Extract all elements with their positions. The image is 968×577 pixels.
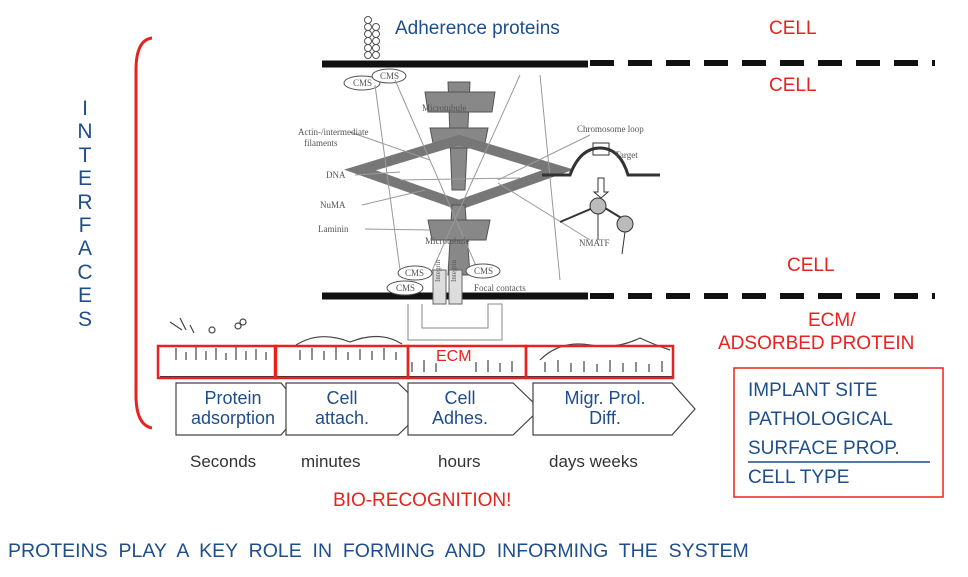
time-label-days-weeks: days weeks [549, 452, 638, 471]
stage-line1: Cell [326, 388, 358, 408]
stage-line2: Adhes. [431, 408, 489, 428]
ecm-adsorbed-label: ECM/ [808, 310, 856, 331]
factors-list: IMPLANT SITE PATHOLOGICAL SURFACE PROP. … [748, 376, 900, 492]
interfaces-label: I N T E R F A C E S [70, 97, 100, 331]
stage-line1: Migr. Prol. [564, 388, 646, 408]
cms-label: CMS [353, 78, 373, 88]
factor-pathological: PATHOLOGICAL [748, 409, 893, 430]
target-label: Target [615, 150, 638, 160]
interfaces-letter: A [77, 237, 92, 261]
cms-label: CMS [474, 266, 494, 276]
factors-box [733, 367, 944, 498]
nmatf-label: NMATF [579, 238, 610, 248]
ecm-adsorbed-label-line2: ADSORBED PROTEIN [718, 333, 915, 354]
cms-label: CMS [380, 71, 400, 81]
time-label-seconds: Seconds [190, 452, 257, 471]
cms-label: CMS [405, 268, 425, 278]
stage-migr-prol-diff: Migr. Prol. Diff. [540, 388, 670, 428]
stage-line1: Cell [444, 388, 476, 408]
stage-line2: attach. [314, 408, 370, 428]
interfaces-letter: E [77, 167, 92, 191]
interfaces-letter: S [77, 307, 92, 331]
interfaces-letter: I [82, 97, 88, 120]
integrin-label: Integrin [434, 259, 442, 282]
factor-cell-type: CELL TYPE [748, 467, 850, 488]
stage-cell-adhes: Cell Adhes. [410, 388, 510, 428]
cell-label-top: CELL [769, 18, 817, 39]
integrin-label: Integrin [450, 259, 458, 282]
interfaces-letter: T [78, 143, 92, 167]
focal-contacts-label: Focal contacts [474, 283, 526, 293]
stage-line2: Diff. [589, 408, 621, 428]
numa-label: NuMA [320, 200, 346, 210]
filament-lines [349, 74, 591, 281]
interfaces-bracket [134, 36, 153, 430]
interfaces-letter: F [78, 214, 92, 238]
ecm-label: ECM [436, 348, 472, 365]
interfaces-letter: E [77, 284, 92, 308]
ecm-frames [156, 344, 675, 380]
time-label-minutes: minutes [301, 452, 361, 471]
stage-line2: adsorption [190, 408, 276, 428]
cell-label-lower: CELL [787, 255, 835, 276]
stage-cell-attach: Cell attach. [292, 388, 392, 428]
actin-label-line2: filaments [304, 138, 338, 148]
laminin-label: Laminin [318, 224, 349, 234]
chromosome-label: Chromosome loop [577, 124, 644, 134]
stage-arrows [175, 382, 696, 436]
stage-line1: Protein [204, 388, 262, 408]
chromosome-loop [542, 146, 660, 177]
interfaces-letter: C [77, 260, 93, 284]
microtubule-label: Microtubule [425, 236, 470, 246]
adherence-protein-icon [364, 16, 380, 59]
actin-label: Actin-/intermediate [298, 127, 369, 137]
factor-surface-prop: SURFACE PROP. [748, 438, 900, 459]
stage-protein-adsorption: Protein adsorption [178, 388, 288, 428]
microtubule-label: Microtubule [422, 103, 467, 113]
interfaces-letter: N [77, 120, 93, 144]
bottom-statement: PROTEINS PLAY A KEY ROLE IN FORMING AND … [8, 540, 749, 562]
factor-implant-site: IMPLANT SITE [748, 380, 878, 401]
cms-label: CMS [396, 283, 416, 293]
dna-label: DNA [326, 170, 346, 180]
bio-recognition-label: BIO-RECOGNITION! [333, 490, 512, 511]
time-label-hours: hours [438, 452, 481, 471]
adherence-proteins-label: Adherence proteins [395, 18, 560, 39]
interfaces-letter: R [77, 190, 93, 214]
cell-label-upper: CELL [769, 75, 817, 96]
